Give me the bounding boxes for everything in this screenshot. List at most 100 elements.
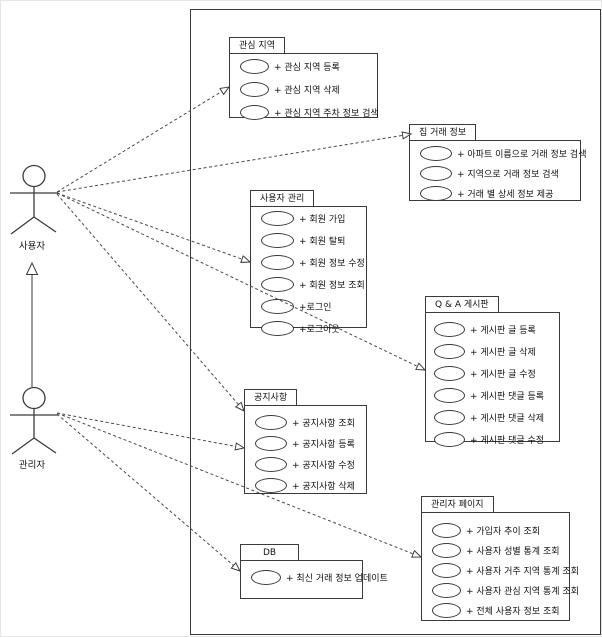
usecase-interest-area-register: + 관심 지역 등록: [240, 59, 377, 74]
package-tab-db: DB: [240, 544, 300, 561]
usecase-trade-search-by-region: + 지역으로 거래 정보 검색: [420, 166, 580, 181]
usecase-label: +로그아웃: [299, 325, 340, 335]
usecase-notice-edit: + 공지사항 수정: [255, 457, 366, 472]
package-tab-qa-board: Q & A 게시판: [425, 296, 499, 313]
usecase-label: + 관심 지역 주차 정보 검색: [274, 109, 379, 119]
usecase-ellipse-icon: [240, 82, 269, 97]
actor-label-user: 사용자: [18, 241, 46, 252]
usecase-label: + 회원 가입: [299, 215, 346, 225]
usecase-label: + 최신 거래 정보 업데이트: [286, 574, 388, 584]
usecase-label: +로그인: [299, 303, 332, 313]
usecase-interest-area-delete: + 관심 지역 삭제: [240, 82, 377, 97]
usecase-ellipse-icon: [420, 166, 452, 181]
usecase-label: + 게시판 글 삭제: [470, 348, 536, 358]
usecase-ellipse-icon: [251, 570, 281, 585]
package-admin-page: 관리자 페이지 + 가입자 추이 조회 + 사용자 성별 통계 조회 + 사용자…: [421, 492, 579, 621]
package-user-management: 사용자 관리 + 회원 가입 + 회원 탈퇴 + 회원 정보 수정 + 회원 정…: [250, 186, 367, 336]
usecase-interest-area-search: + 관심 지역 주차 정보 검색: [240, 105, 379, 120]
usecase-label: + 게시판 댓글 삭제: [470, 414, 545, 424]
package-tab-house-trade-info: 집 거래 정보: [409, 124, 477, 141]
package-db: DB + 최신 거래 정보 업데이트: [240, 540, 388, 599]
usecase-label: + 가입자 추이 조회: [466, 527, 541, 537]
usecase-ellipse-icon: [240, 105, 269, 120]
usecase-ellipse-icon: [261, 211, 294, 226]
usecase-label: + 지역으로 거래 정보 검색: [457, 170, 559, 180]
package-qa-board: Q & A 게시판 + 게시판 글 등록 + 게시판 글 삭제 + 게시판 글 …: [425, 292, 560, 447]
usecase-latest-trade-update: + 최신 거래 정보 업데이트: [251, 570, 388, 585]
usecase-label: + 공지사항 등록: [292, 440, 355, 450]
usecase-user-interest-stats-view: + 사용자 관심 지역 통계 조회: [432, 583, 579, 598]
usecase-ellipse-icon: [434, 410, 465, 425]
usecase-ellipse-icon: [434, 322, 465, 337]
usecase-logout: +로그아웃: [261, 321, 366, 336]
usecase-ellipse-icon: [432, 583, 461, 598]
usecase-ellipse-icon: [261, 321, 294, 336]
usecase-ellipse-icon: [420, 186, 452, 201]
usecase-ellipse-icon: [261, 233, 294, 248]
package-tab-user-management: 사용자 관리: [250, 190, 315, 207]
package-tab-notice: 공지사항: [244, 389, 298, 406]
usecase-ellipse-icon: [432, 563, 461, 578]
usecase-trade-search-by-apartment: + 아파트 이름으로 거래 정보 검색: [420, 146, 587, 161]
usecase-ellipse-icon: [434, 432, 465, 447]
usecase-notice-view: + 공지사항 조회: [255, 415, 366, 430]
usecase-ellipse-icon: [434, 388, 465, 403]
usecase-post-delete: + 게시판 글 삭제: [434, 344, 559, 359]
usecase-user-residence-stats-view: + 사용자 거주 지역 통계 조회: [432, 563, 579, 578]
usecase-ellipse-icon: [255, 436, 287, 451]
usecase-label: + 게시판 댓글 등록: [470, 392, 545, 402]
usecase-trade-detail-info: + 거래 별 상세 정보 제공: [420, 186, 580, 201]
usecase-notice-register: + 공지사항 등록: [255, 436, 366, 451]
usecase-login: +로그인: [261, 299, 366, 314]
usecase-label: + 공지사항 삭제: [292, 482, 355, 492]
usecase-ellipse-icon: [261, 277, 294, 292]
usecase-label: + 사용자 거주 지역 통계 조회: [466, 567, 579, 577]
usecase-comment-delete: + 게시판 댓글 삭제: [434, 410, 559, 425]
usecase-label: + 회원 정보 조회: [299, 281, 365, 291]
usecase-comment-edit: + 게시판 댓글 수정: [434, 432, 559, 447]
usecase-ellipse-icon: [434, 366, 465, 381]
usecase-label: + 아파트 이름으로 거래 정보 검색: [457, 150, 587, 160]
usecase-subscriber-trend-view: + 가입자 추이 조회: [432, 523, 569, 538]
actor-admin-figure: [10, 386, 58, 455]
package-interest-area: 관심 지역 + 관심 지역 등록 + 관심 지역 삭제 + 관심 지역 주차 정…: [229, 33, 379, 120]
usecase-label: + 회원 정보 수정: [299, 259, 365, 269]
usecase-post-edit: + 게시판 글 수정: [434, 366, 559, 381]
usecase-label: + 게시판 글 등록: [470, 326, 536, 336]
usecase-label: + 게시판 댓글 수정: [470, 436, 545, 446]
usecase-ellipse-icon: [432, 543, 461, 558]
usecase-ellipse-icon: [261, 255, 294, 270]
usecase-label: + 공지사항 조회: [292, 419, 355, 429]
usecase-ellipse-icon: [432, 603, 461, 618]
usecase-member-info-view: + 회원 정보 조회: [261, 277, 366, 292]
usecase-label: + 전체 사용자 정보 조회: [466, 607, 560, 617]
usecase-label: + 사용자 관심 지역 통계 조회: [466, 587, 579, 597]
actor-user-figure: [10, 164, 58, 235]
usecase-member-withdraw: + 회원 탈퇴: [261, 233, 366, 248]
usecase-ellipse-icon: [261, 299, 294, 314]
usecase-label: + 사용자 성별 통계 조회: [466, 547, 560, 557]
package-house-trade-info: 집 거래 정보 + 아파트 이름으로 거래 정보 검색 + 지역으로 거래 정보…: [409, 120, 587, 201]
usecase-notice-delete: + 공지사항 삭제: [255, 478, 366, 493]
usecase-comment-register: + 게시판 댓글 등록: [434, 388, 559, 403]
usecase-post-register: + 게시판 글 등록: [434, 322, 559, 337]
package-tab-admin-page: 관리자 페이지: [421, 496, 494, 513]
usecase-label: + 공지사항 수정: [292, 461, 355, 471]
package-notice: 공지사항 + 공지사항 조회 + 공지사항 등록 + 공지사항 수정 + 공지사…: [244, 385, 367, 494]
usecase-ellipse-icon: [240, 59, 269, 74]
usecase-user-gender-stats-view: + 사용자 성별 통계 조회: [432, 543, 569, 558]
usecase-label: + 관심 지역 등록: [274, 63, 340, 73]
usecase-ellipse-icon: [432, 523, 461, 538]
usecase-member-join: + 회원 가입: [261, 211, 366, 226]
usecase-label: + 회원 탈퇴: [299, 237, 346, 247]
usecase-ellipse-icon: [255, 415, 287, 430]
usecase-ellipse-icon: [255, 457, 287, 472]
usecase-ellipse-icon: [420, 146, 452, 161]
usecase-label: + 관심 지역 삭제: [274, 86, 340, 96]
usecase-label: + 거래 별 상세 정보 제공: [457, 190, 554, 200]
usecase-all-user-info-view: + 전체 사용자 정보 조회: [432, 603, 569, 618]
usecase-ellipse-icon: [255, 478, 287, 493]
package-tab-interest-area: 관심 지역: [229, 37, 285, 54]
usecase-label: + 게시판 글 수정: [470, 370, 536, 380]
